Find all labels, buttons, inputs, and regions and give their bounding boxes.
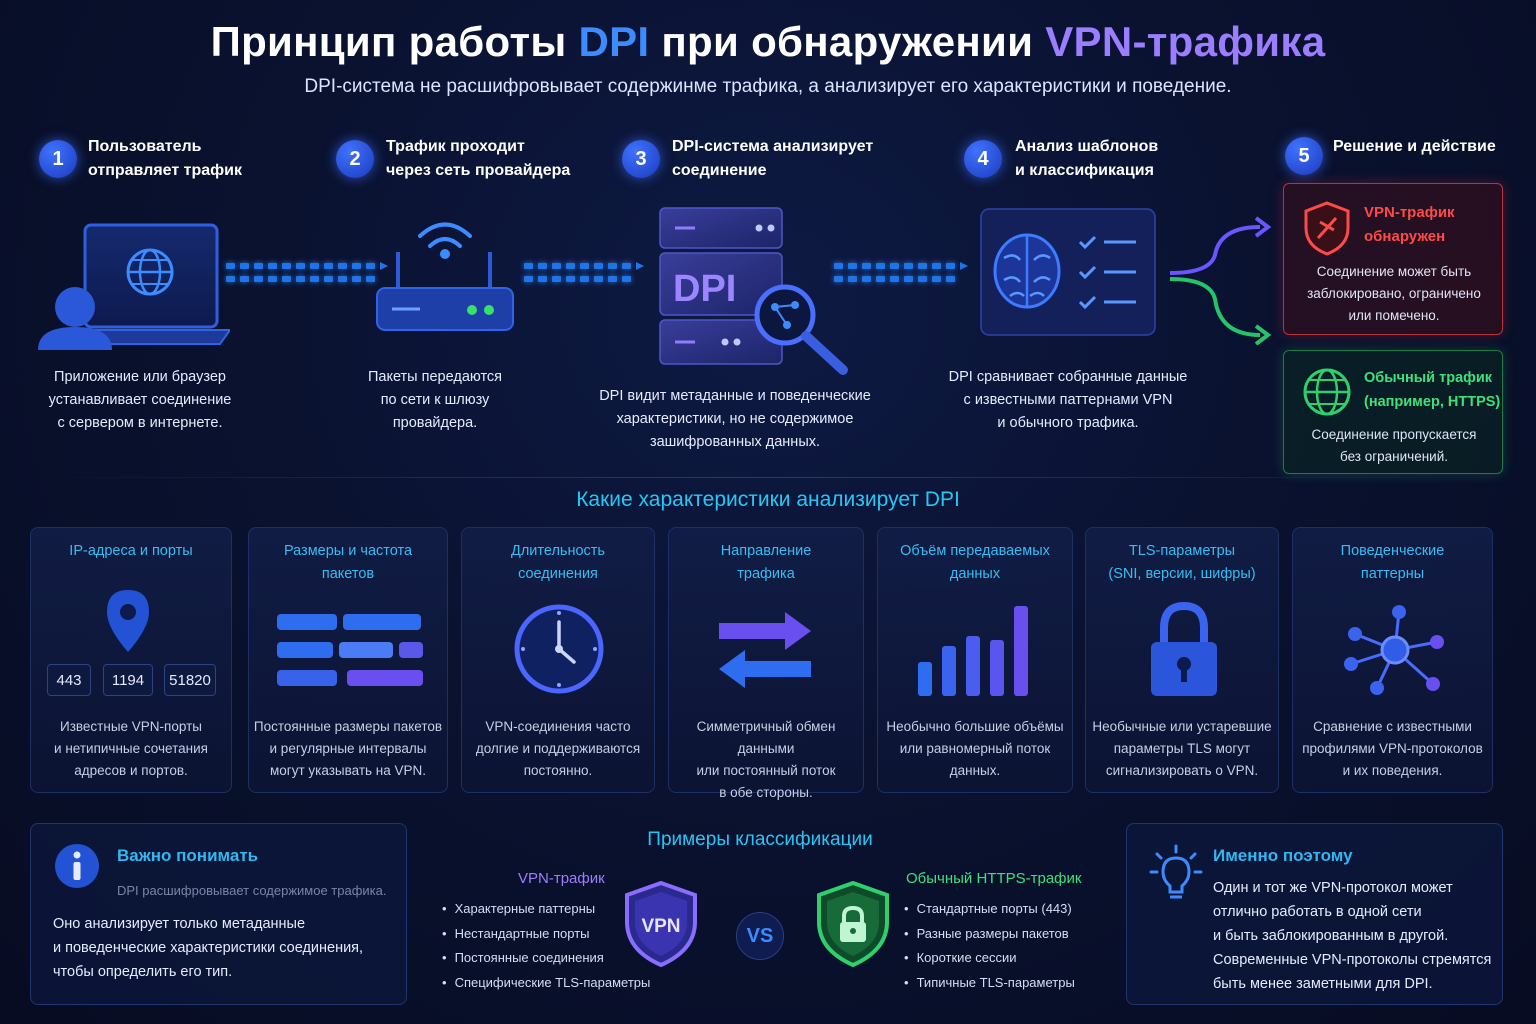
- dpi-server-icon: DPI: [659, 207, 848, 375]
- info-icon: [55, 844, 99, 888]
- step-1-number: 1: [39, 140, 77, 178]
- list-item: Постоянные соединения: [442, 946, 650, 971]
- port-badge: 51820: [164, 664, 216, 696]
- section-divider: [30, 477, 1506, 478]
- location-pin-icon: [107, 590, 149, 652]
- list-item: Типичные TLS-параметры: [904, 971, 1075, 996]
- therefore-title: Именно поэтому: [1213, 846, 1353, 865]
- title-text-1: Принцип работы: [210, 18, 579, 65]
- port-badge: 1194: [103, 664, 153, 696]
- title-dpi: DPI: [578, 18, 650, 65]
- characteristics-title: Какие характеристики анализирует DPI: [576, 488, 960, 511]
- swap-arrows-icon: [719, 612, 811, 688]
- decision-normal-traffic: Обычный трафик(например, HTTPS) Соединен…: [1283, 350, 1503, 474]
- important-box: Важно понимать DPI расшифровывает содерж…: [30, 823, 407, 1005]
- title-vpn: VPN-трафика: [1045, 18, 1326, 65]
- card-ip-ports: IP-адреса и порты 443 1194 51820 Известн…: [30, 527, 232, 793]
- important-title: Важно понимать: [117, 846, 259, 865]
- step-4-number: 4: [964, 140, 1002, 178]
- shield-alert-icon: [1304, 201, 1350, 256]
- list-item: Специфические TLS-параметры: [442, 971, 651, 996]
- vpn-shield-icon: VPN: [625, 880, 697, 968]
- padlock-icon: [1151, 602, 1217, 696]
- step-5-number: 5: [1285, 137, 1323, 175]
- packet-bars-icon: [277, 614, 423, 686]
- https-example-list: Стандартные порты (443) Разные размеры п…: [904, 897, 1075, 995]
- port-badge: 443: [47, 664, 91, 696]
- list-item: Стандартные порты (443): [904, 897, 1075, 922]
- bar-chart-icon: [918, 606, 1028, 696]
- examples-title: Примеры классификации: [647, 829, 873, 850]
- list-item: Короткие сессии: [904, 946, 1075, 971]
- card-title: TLS-параметры(SNI, версии, шифры): [1108, 543, 1256, 582]
- list-item: Разные размеры пакетов: [904, 922, 1075, 947]
- step-1-title-line1: Пользователь: [88, 138, 202, 155]
- clock-icon: [514, 604, 604, 694]
- list-item: Характерные паттерны: [442, 897, 650, 922]
- brain-checklist-icon: [980, 208, 1156, 336]
- therefore-box: Именно поэтому Один и тот же VPN-протоко…: [1126, 823, 1503, 1005]
- page-title: Принцип работы DPI при обнаружении VPN-т…: [0, 18, 1536, 66]
- step-1-title-line2: отправляет трафик: [88, 162, 242, 179]
- network-nodes-icon: [1344, 605, 1444, 695]
- branch-arrows-icon: [1170, 216, 1272, 345]
- vs-badge: VS: [736, 912, 784, 960]
- decision-green-title: Обычный трафик(например, HTTPS): [1364, 370, 1501, 410]
- globe-icon: [1303, 368, 1351, 416]
- card-tls: TLS-параметры(SNI, версии, шифры) Необыч…: [1085, 527, 1279, 793]
- https-example-label: Обычный HTTPS-трафик: [906, 870, 1082, 887]
- flow-arrow-3: [834, 262, 968, 282]
- important-overlap-text: DPI расшифровывает содержимое трафика.: [117, 883, 387, 898]
- lightbulb-icon: [1149, 844, 1203, 899]
- router-icon: [376, 222, 514, 331]
- title-text-2: при обнаружении: [649, 18, 1046, 65]
- server-label: DPI: [673, 268, 736, 310]
- laptop-user-icon: [38, 223, 230, 350]
- flow-arrow-1: [226, 262, 388, 282]
- card-title: IP-адреса и порты: [69, 543, 193, 559]
- list-item: Нестандартные порты: [442, 922, 650, 947]
- step-5-title: Решение и действие: [1333, 138, 1496, 155]
- vpn-example-list: Характерные паттерны Нестандартные порты…: [442, 897, 651, 996]
- step-2-number: 2: [336, 140, 374, 178]
- flow-arrow-2: [524, 262, 644, 282]
- https-lock-shield-icon: [817, 880, 889, 968]
- shield-text: VPN: [641, 916, 680, 937]
- page-subtitle: DPI-система не расшифровывает содержинме…: [304, 76, 1232, 97]
- step-3-number: 3: [622, 140, 660, 178]
- vpn-example-label: VPN-трафик: [518, 870, 605, 887]
- step-1-title: Пользователь отправляет трафик: [88, 135, 242, 183]
